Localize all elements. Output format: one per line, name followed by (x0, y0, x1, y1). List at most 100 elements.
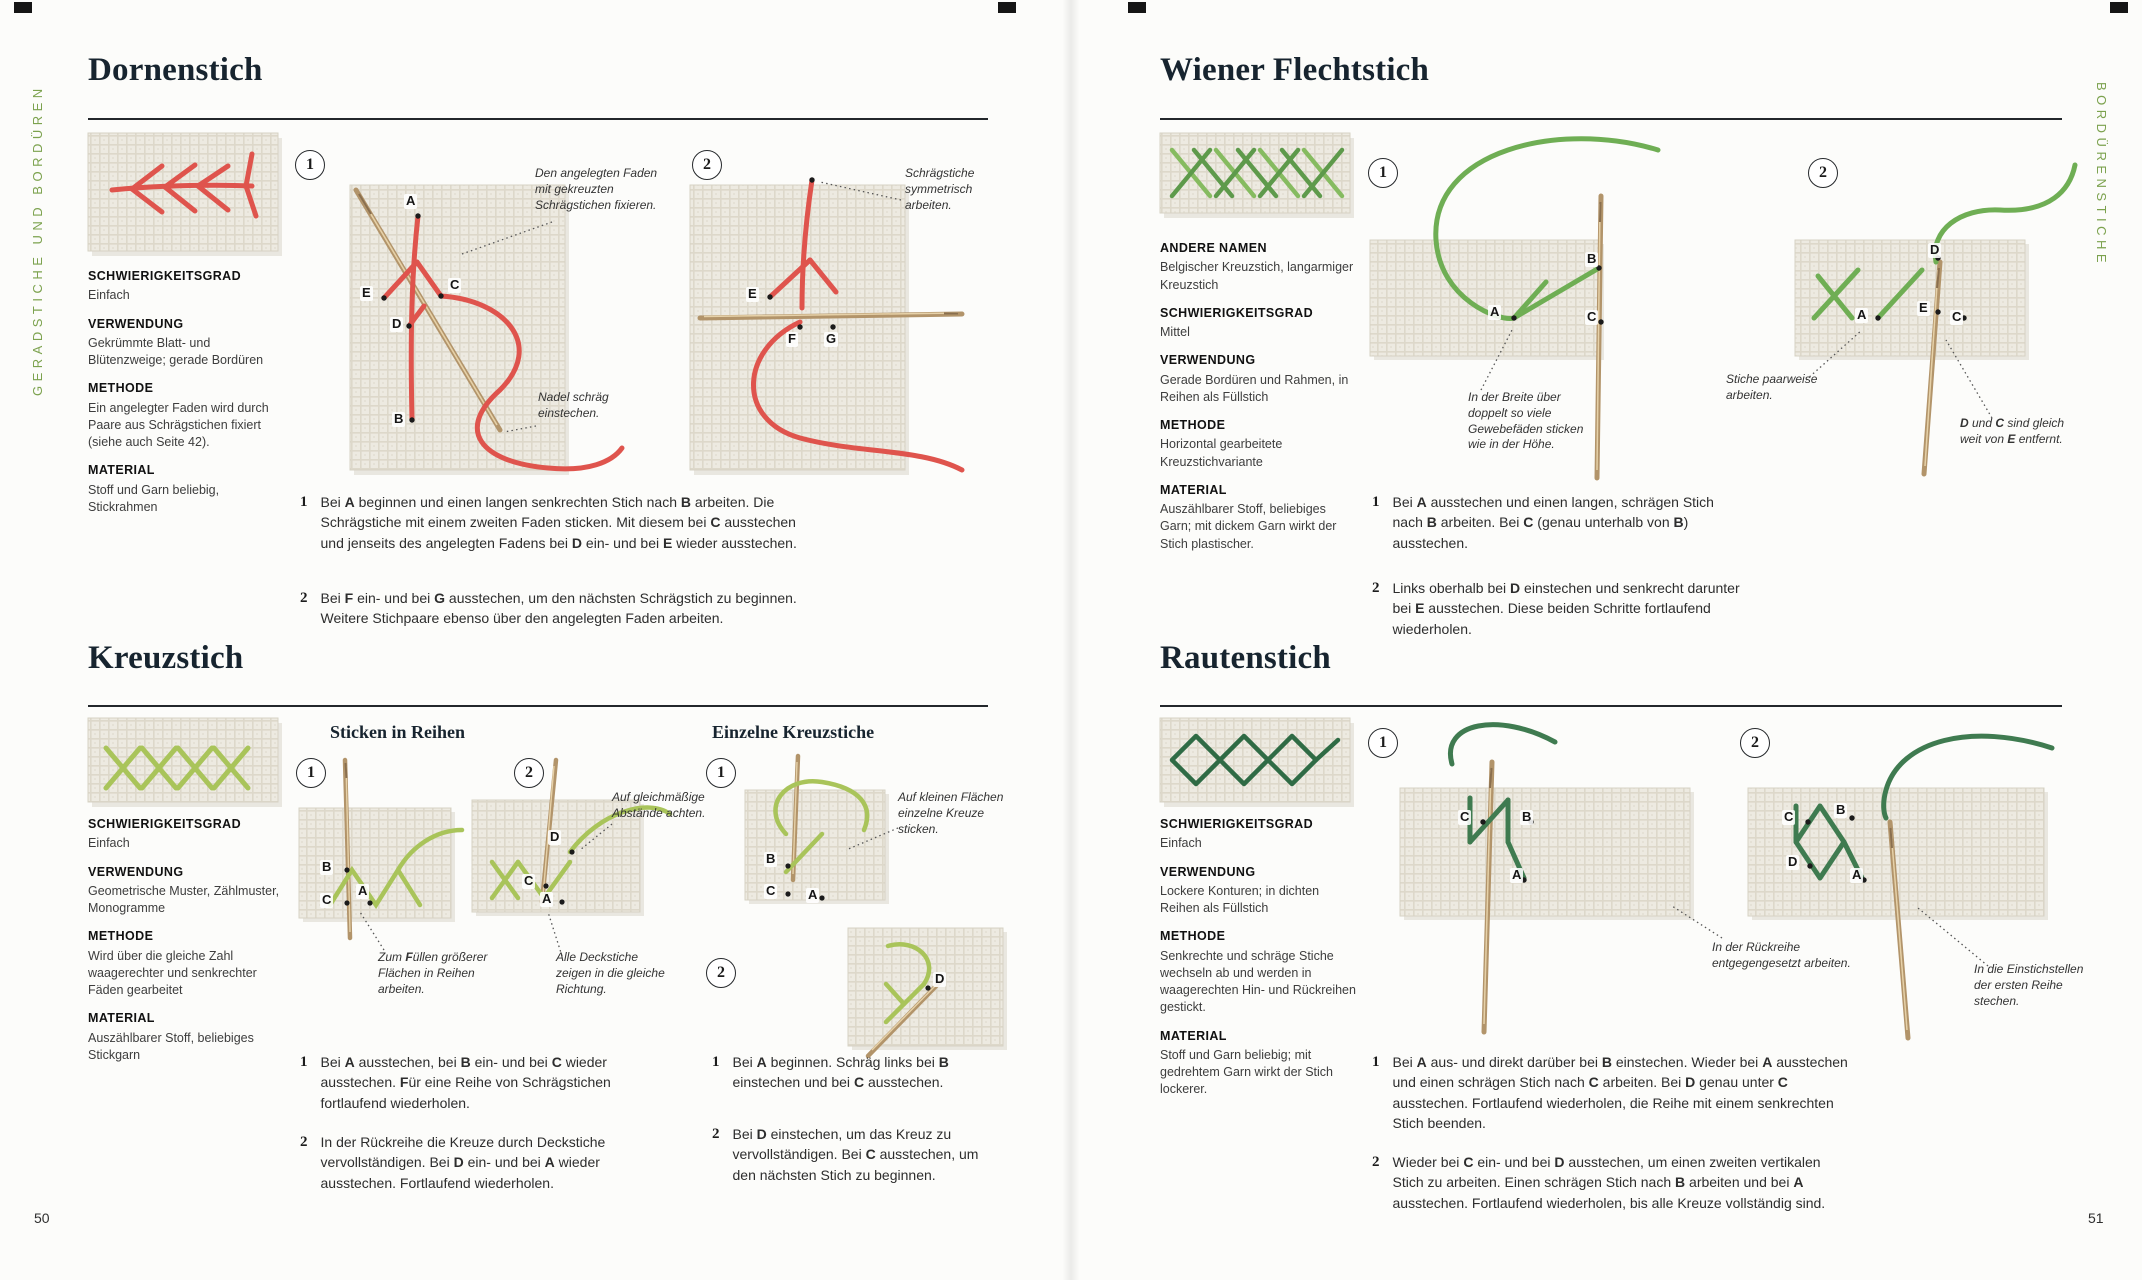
instruction-number: 1 (1372, 1054, 1380, 1070)
kreuzstich-reihen-step1-illustration (298, 757, 465, 951)
step-number-badge: 1 (706, 758, 736, 788)
point-label-b: B (1520, 809, 1534, 825)
point-label-a: A (1850, 867, 1864, 883)
info-heading: VERWENDUNG (88, 316, 184, 331)
info-text: Einfach (1160, 836, 1202, 851)
instruction-number: 1 (712, 1054, 720, 1070)
instruction-item: 1 Bei A ausstechen und einen langen, sch… (1372, 492, 1742, 553)
point-label-e: E (360, 285, 373, 301)
instruction-text: Bei A aus- und direkt darüber bei B eins… (1392, 1054, 1848, 1131)
instruction-number: 1 (300, 494, 308, 510)
rauten-step2-illustration (1747, 733, 2055, 1041)
point-label-c: C (1458, 809, 1472, 825)
info-text: Lockere Konturen; in dichten Reihen als … (1160, 883, 1320, 915)
page-number-left: 50 (34, 1210, 50, 1226)
subsection-title-reihen: Sticken in Reihen (330, 722, 466, 742)
point-label-c: C (1782, 809, 1796, 825)
info-text: Wird über die gleiche Zahl waagerechter … (88, 948, 257, 998)
subsection-title-einzeln: Einzelne Kreuzstiche (712, 722, 875, 742)
dornenstich-step1-illustration (349, 184, 625, 475)
rauten-info-panel: SCHWIERIGKEITSGRAD Einfach VERWENDUNG Lo… (1160, 816, 1356, 1099)
point-label-c: C (764, 883, 778, 899)
print-mark (1128, 2, 1146, 13)
annotation: Auf gleichmäßige Abstände achten. (612, 790, 706, 820)
point-label-g: G (824, 331, 839, 347)
point-label-c: C (1950, 309, 1964, 325)
wiener-step1-illustration (1369, 136, 1661, 481)
kreuzstich-einzeln-step1-illustration (744, 753, 899, 904)
step-number-badge: 2 (1808, 158, 1838, 188)
annotation: Den angelegten Faden mit gekreuzten Schr… (535, 166, 658, 212)
point-label-a: A (1855, 307, 1869, 323)
page-number-right: 51 (2088, 1210, 2104, 1226)
info-heading: MATERIAL (1160, 1028, 1227, 1043)
instruction-text: Bei D einstechen, um das Kreuz zu vervol… (732, 1126, 979, 1183)
wiener-info-panel: ANDERE NAMEN Belgischer Kreuzstich, lang… (1160, 240, 1356, 553)
annotation: D und C sind gleich weit von E entfernt. (1960, 416, 2065, 446)
point-label-a: A (404, 193, 418, 209)
step-number-badge: 2 (1740, 728, 1770, 758)
info-heading: SCHWIERIGKEITSGRAD (88, 817, 242, 831)
instruction-number: 2 (300, 590, 308, 606)
annotation: Stiche paarweise arbeiten. (1726, 372, 1818, 402)
instruction-text: Bei A beginnen. Schräg links bei B einst… (732, 1054, 949, 1091)
point-label-f: F (786, 331, 798, 347)
info-text: Mittel (1160, 325, 1190, 339)
info-text: Auszählbarer Stoff, beliebiges Stickgarn (88, 1030, 254, 1062)
section-title-wiener: Wiener Flechtstich (1160, 52, 1430, 88)
instruction-item: 1 Bei A ausstechen, bei B ein- und bei C… (300, 1052, 630, 1113)
page-gutter (1062, 0, 1080, 1280)
point-label-c: C (320, 892, 334, 908)
point-label-d: D (1786, 854, 1800, 870)
instruction-item: 2 Links oberhalb bei D einstechen und se… (1372, 578, 1742, 639)
instruction-item: 2 Bei D einstechen, um das Kreuz zu verv… (712, 1124, 990, 1185)
info-heading: SCHWIERIGKEITSGRAD (88, 269, 242, 283)
info-heading: METHODE (1160, 418, 1226, 432)
point-label-d: D (1928, 242, 1942, 258)
annotation: Alle Deckstiche zeigen in die gleiche Ri… (556, 950, 665, 996)
annotation: Auf kleinen Flächen einzelne Kreuze stic… (898, 790, 1004, 836)
instruction-item: 1 Bei A aus- und direkt darüber bei B ei… (1372, 1052, 1852, 1133)
print-mark (14, 2, 32, 13)
info-heading: METHODE (1160, 929, 1226, 944)
info-heading: MATERIAL (1160, 482, 1227, 497)
chapter-side-label-right: BORDÜRENSTICHE (2094, 82, 2109, 268)
instruction-text: Bei A beginnen und einen langen senkrech… (320, 494, 797, 551)
instruction-item: 1 Bei A beginnen. Schräg links bei B ein… (712, 1052, 990, 1093)
annotation: Schrägstiche symmetrisch arbeiten. (905, 166, 975, 212)
instruction-text: Wieder bei C ein- und bei D ausstechen, … (1392, 1154, 1826, 1211)
info-text: Einfach (88, 836, 130, 851)
instruction-item: 1 Bei A beginnen und einen langen senkre… (300, 492, 800, 553)
step-number-badge: 1 (1368, 158, 1398, 188)
point-label-a: A (1488, 304, 1502, 320)
point-label-d: D (548, 829, 562, 845)
info-text: Einfach (88, 288, 130, 303)
instruction-number: 1 (300, 1054, 308, 1070)
info-heading: MATERIAL (88, 463, 155, 478)
rauten-sample-photo (1159, 717, 1354, 807)
info-heading: VERWENDUNG (1160, 353, 1256, 368)
point-label-d: D (390, 316, 404, 332)
info-heading: VERWENDUNG (1160, 864, 1256, 879)
point-label-c: C (522, 873, 536, 889)
instruction-number: 2 (1372, 580, 1380, 596)
instruction-number: 2 (1372, 1154, 1380, 1170)
instruction-text: Links oberhalb bei D einstechen und senk… (1392, 580, 1740, 637)
instruction-number: 1 (1372, 494, 1380, 510)
point-label-b: B (1585, 251, 1599, 267)
annotation: Nadel schräg einstechen. (538, 390, 609, 420)
instruction-item: 2 Wieder bei C ein- und bei D ausstechen… (1372, 1152, 1852, 1213)
annotation: In die Einstichstellen der ersten Reihe … (1974, 962, 2084, 1008)
dornenstich-info-panel: SCHWIERIGKEITSGRAD Einfach VERWENDUNG Ge… (88, 268, 284, 516)
point-label-a: A (540, 891, 554, 907)
kreuzstich-reihen-step2-illustration (471, 757, 673, 957)
info-text: Horizontal gearbeitete Kreuzstichvariant… (1160, 437, 1283, 469)
point-label-e: E (1917, 300, 1930, 316)
point-label-b: B (1834, 802, 1848, 818)
step-number-badge: 1 (296, 758, 326, 788)
wiener-step2-illustration (1794, 162, 2078, 477)
instruction-text: Bei A ausstechen und einen langen, schrä… (1392, 494, 1714, 551)
section-rule (88, 705, 988, 707)
dornenstich-step2-illustration (689, 177, 965, 475)
section-rule (1160, 118, 2062, 120)
